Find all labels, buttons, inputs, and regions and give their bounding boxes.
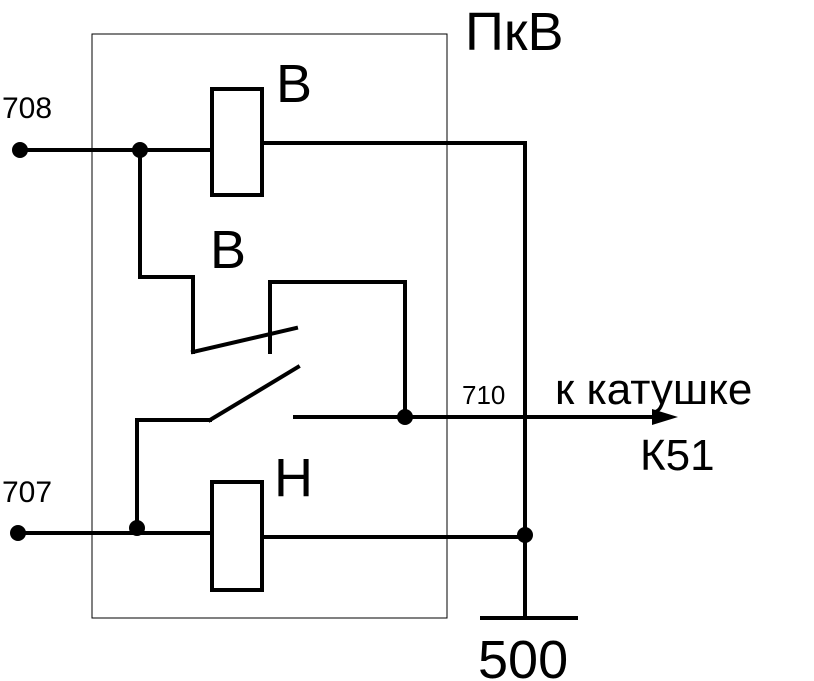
wire-contact-common [268,280,407,419]
output-label-line2: К51 [640,431,715,480]
terminal-707-label: 707 [2,476,52,509]
junction-708-dot [132,142,148,158]
relay-enclosure [91,33,448,619]
coil-upper-label: B [276,54,312,114]
contact-label: B [210,220,246,280]
junction-707-dot [129,520,145,536]
coil-upper [210,87,264,197]
contact-h-blade [207,364,301,423]
output-label-line1: к катушке [555,365,752,414]
junction-rail-dot [517,527,533,543]
terminal-708-dot [12,142,28,158]
output-arrow-head [652,409,678,425]
wire-branch-707 [135,418,212,530]
terminal-707-dot [10,525,26,541]
coil-lower [210,480,264,592]
ground-label: 500 [478,630,568,681]
contact-b-blade [190,325,299,355]
node-710-label: 710 [462,380,505,410]
wire-branch-708 [138,148,195,354]
block-label: ПкВ [465,2,563,62]
terminal-708-label: 708 [2,92,52,125]
junction-710-dot [397,409,413,425]
coil-lower-label: H [274,448,313,508]
